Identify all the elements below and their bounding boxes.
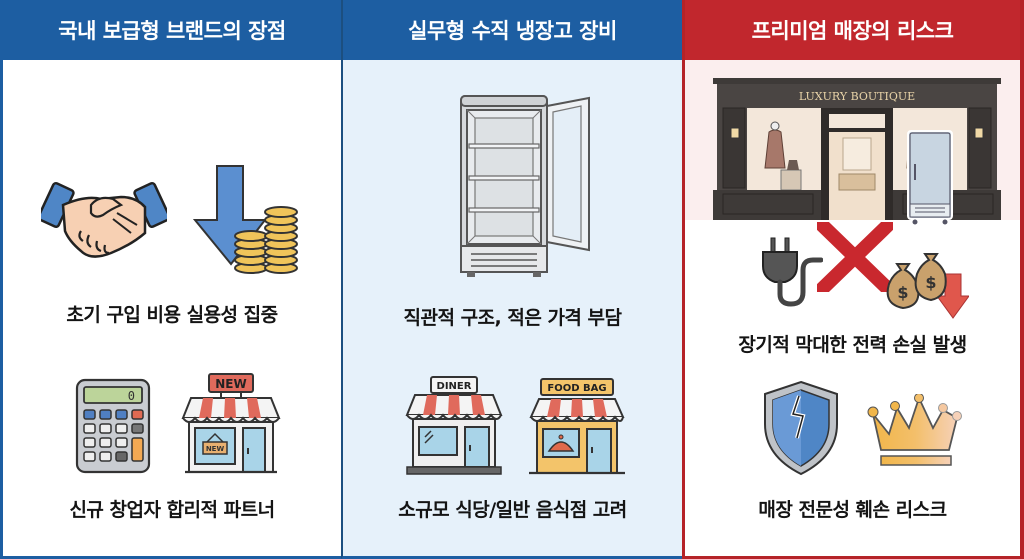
money-bags-down-icon: $ $ [886,253,969,319]
cracked-shield-icon [764,380,838,476]
store-sign-text: FOOD BAG [547,383,606,394]
diner-store-icon: DINER [405,376,503,475]
svg-text:$: $ [897,283,908,302]
store-sign-text: DINER [437,381,472,392]
column-title: 국내 보급형 브랜드의 장점 [58,19,286,43]
red-x-icon [817,222,893,292]
column-title: 실무형 수직 냉장고 장비 [408,19,617,43]
handshake-icon [41,181,167,258]
door-sign-text: NEW [206,445,225,453]
food-bag-store-icon: FOOD BAG [529,378,625,475]
down-arrow-coins-icon [192,165,298,274]
new-store-icon: NEW NEW [181,373,281,474]
column-header: 프리미엄 매장의 리스크 [685,0,1020,60]
caption-new-founders: 신규 창업자 합리적 파트너 [69,499,275,521]
column-budget-brand-advantages: 국내 보급형 브랜드의 장점 [0,0,341,559]
upright-fridge-icon [460,95,590,277]
luxury-boutique-image: LUXURY BOUTIQUE [713,78,1001,220]
svg-text:$: $ [925,273,936,292]
column-header: 국내 보급형 브랜드의 장점 [3,0,341,60]
caption-small-restaurants: 소규모 식당/일반 음식점 고려 [398,499,627,521]
caption-power-loss: 장기적 막대한 전력 손실 발생 [738,334,967,356]
power-plug-icon [762,237,823,307]
column-upright-fridge-equipment: 실무형 수직 냉장고 장비 직관적 구조, 적은 가격 부담 DI [341,0,682,559]
caption-intuitive-structure: 직관적 구조, 적은 가격 부담 [403,307,622,329]
column-body [3,60,341,556]
calculator-icon: 0 [75,378,151,474]
caption-brand-damage: 매장 전문성 훼손 리스크 [758,499,947,521]
calculator-display: 0 [128,389,135,403]
caption-initial-cost: 초기 구입 비용 실용성 집중 [66,304,278,326]
fading-crown-icon [867,394,962,466]
store-sign-text: NEW [215,377,246,391]
column-title: 프리미엄 매장의 리스크 [751,19,954,43]
boutique-sign: LUXURY BOUTIQUE [799,90,915,103]
boutique-fridge-icon [907,130,953,225]
column-header: 실무형 수직 냉장고 장비 [343,0,682,60]
column-premium-store-risks: 프리미엄 매장의 리스크 LUXURY BOUTIQUE [682,0,1024,559]
